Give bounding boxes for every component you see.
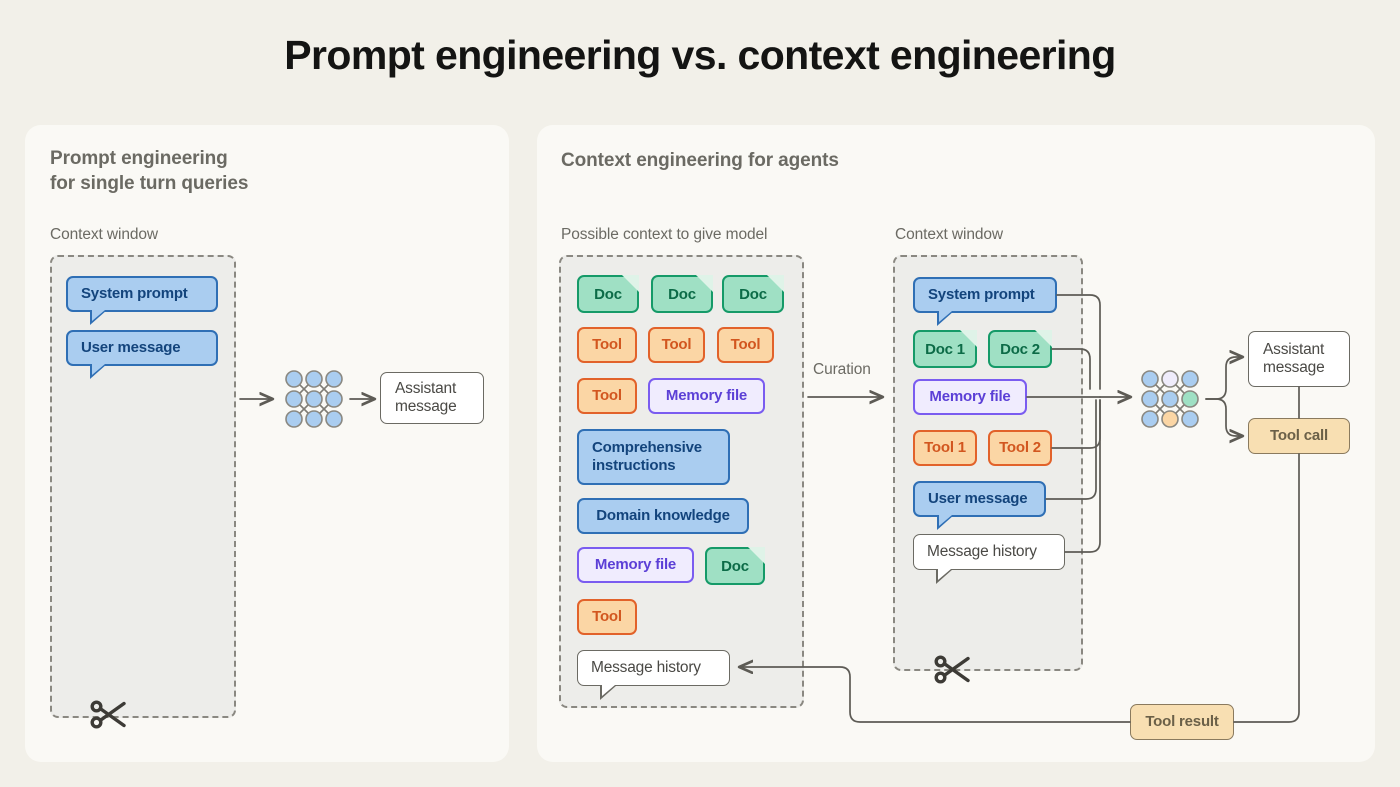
right-context-window-label: Context window	[895, 226, 1004, 243]
tool-2-chip[interactable]: Tool 2	[988, 430, 1052, 466]
message-history-bubble-ctx[interactable]: Message history	[913, 534, 1065, 584]
doc-2-card[interactable]: Doc 2	[988, 330, 1052, 368]
doc-card-4[interactable]: Doc	[705, 547, 765, 585]
tool-chip-5[interactable]: Tool	[577, 599, 637, 635]
neural-network-icon-left	[280, 365, 348, 438]
left-panel-title-line1: Prompt engineering	[50, 148, 228, 169]
domain-knowledge-chip[interactable]: Domain knowledge	[577, 498, 749, 534]
doc-fold-icon	[696, 275, 713, 292]
memory-file-chip-1[interactable]: Memory file	[648, 378, 765, 414]
chip-user-message-right[interactable]: User message	[913, 481, 1046, 530]
doc-fold-icon	[960, 330, 977, 347]
curation-label: Curation	[813, 361, 871, 378]
doc-fold-icon	[748, 547, 765, 564]
chip-user-message-left[interactable]: User message	[66, 330, 218, 379]
tool-result-chip[interactable]: Tool result	[1130, 704, 1234, 740]
left-panel-title-line2: for single turn queries	[50, 173, 249, 194]
comprehensive-instructions-chip[interactable]: Comprehensive instructions	[577, 429, 730, 485]
doc-card-3[interactable]: Doc	[722, 275, 784, 313]
neural-network-icon-right	[1136, 365, 1204, 438]
doc-fold-icon	[767, 275, 784, 292]
right-panel-title: Context engineering for agents	[561, 150, 839, 171]
left-context-window-label: Context window	[50, 226, 159, 243]
left-panel-title: Prompt engineering for single turn queri…	[50, 146, 390, 196]
tool-chip-2[interactable]: Tool	[648, 327, 705, 363]
assistant-message-box-left[interactable]: Assistant message	[380, 372, 484, 424]
doc-1-card[interactable]: Doc 1	[913, 330, 977, 368]
chip-system-prompt-right[interactable]: System prompt	[913, 277, 1057, 326]
memory-file-chip-ctx[interactable]: Memory file	[913, 379, 1027, 415]
tool-chip-3[interactable]: Tool	[717, 327, 774, 363]
left-context-window-box	[50, 255, 236, 718]
tool-chip-4[interactable]: Tool	[577, 378, 637, 414]
doc-fold-icon	[1035, 330, 1052, 347]
chip-system-prompt-left[interactable]: System prompt	[66, 276, 218, 325]
page-title: Prompt engineering vs. context engineeri…	[284, 32, 1116, 78]
message-history-bubble-possible[interactable]: Message history	[577, 650, 730, 700]
memory-file-chip-2[interactable]: Memory file	[577, 547, 694, 583]
assistant-message-box-right[interactable]: Assistant message	[1248, 331, 1350, 387]
possible-context-label: Possible context to give model	[561, 226, 768, 243]
tool-call-chip[interactable]: Tool call	[1248, 418, 1350, 454]
doc-card-1[interactable]: Doc	[577, 275, 639, 313]
doc-fold-icon	[622, 275, 639, 292]
tool-chip-1[interactable]: Tool	[577, 327, 637, 363]
tool-1-chip[interactable]: Tool 1	[913, 430, 977, 466]
doc-card-2[interactable]: Doc	[651, 275, 713, 313]
